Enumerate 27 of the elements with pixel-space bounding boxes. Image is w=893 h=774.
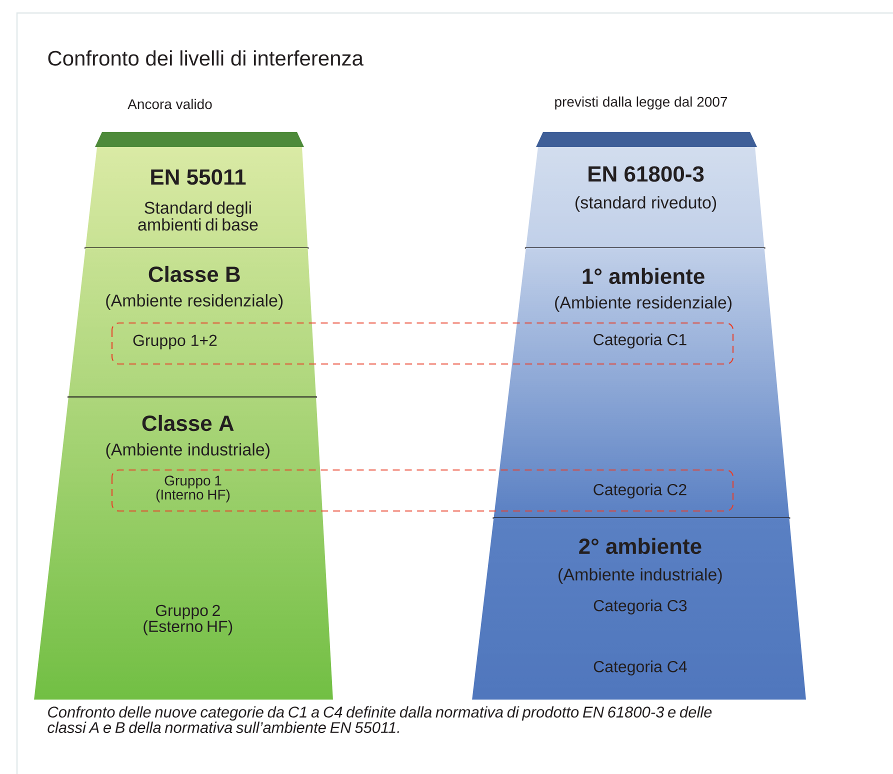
band-text: (Ambiente industriale) — [558, 568, 722, 584]
band-text: (Ambiente residenziale) — [555, 296, 732, 312]
band-text: 2° ambiente — [579, 538, 702, 554]
band-text: Classe B — [148, 266, 240, 282]
band-text: (Ambiente residenziale) — [106, 294, 283, 310]
column-heading: Ancora valido — [128, 98, 212, 110]
band — [84, 132, 309, 249]
band-text: Categoria C3 — [594, 600, 687, 614]
band-text: Standard degli ambienti di base — [138, 201, 258, 231]
title: Confronto dei livelli di interferenza — [48, 50, 364, 66]
frame-text: Gruppo 1 (Interno HF) — [156, 476, 230, 502]
band-text: Gruppo 2 (Esterno HF) — [144, 604, 232, 636]
band-text: Categoria C4 — [594, 660, 687, 676]
frame-text: Categoria C1 — [594, 334, 686, 348]
caption: Confronto delle nuove categorie da C1 a C4 definite dalla normativa di prodotto EN 61800-3 e delle classi A e B della normativa sull’ambiente EN 55011. — [48, 706, 712, 734]
band-text: Classe A — [142, 414, 234, 432]
band-text: (standard riveduto) — [576, 196, 716, 212]
band-text: 1° ambiente — [582, 268, 704, 284]
dashed-frame — [111, 469, 734, 512]
band-text: EN 61800-3 — [588, 166, 704, 182]
band — [524, 132, 766, 249]
band-text: (Ambiente industriale) — [106, 443, 270, 459]
column-heading: previsti dalla legge dal 2007 — [555, 96, 728, 110]
dashed-frame — [111, 322, 734, 365]
band-text: EN 55011 — [151, 169, 246, 185]
frame-text: Gruppo 1+2 — [133, 334, 217, 350]
frame-text: Categoria C2 — [594, 484, 686, 498]
